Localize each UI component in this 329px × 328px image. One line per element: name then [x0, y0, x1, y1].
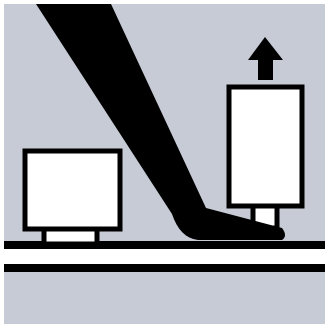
- raised-box-icon: [229, 87, 302, 228]
- right-box-body: [229, 87, 302, 206]
- box-on-rail-icon: [25, 151, 120, 244]
- rail-gap: [4, 249, 325, 264]
- arrow-shaft: [258, 59, 273, 80]
- left-box-body: [25, 151, 120, 229]
- rail-bottom-line: [4, 264, 325, 272]
